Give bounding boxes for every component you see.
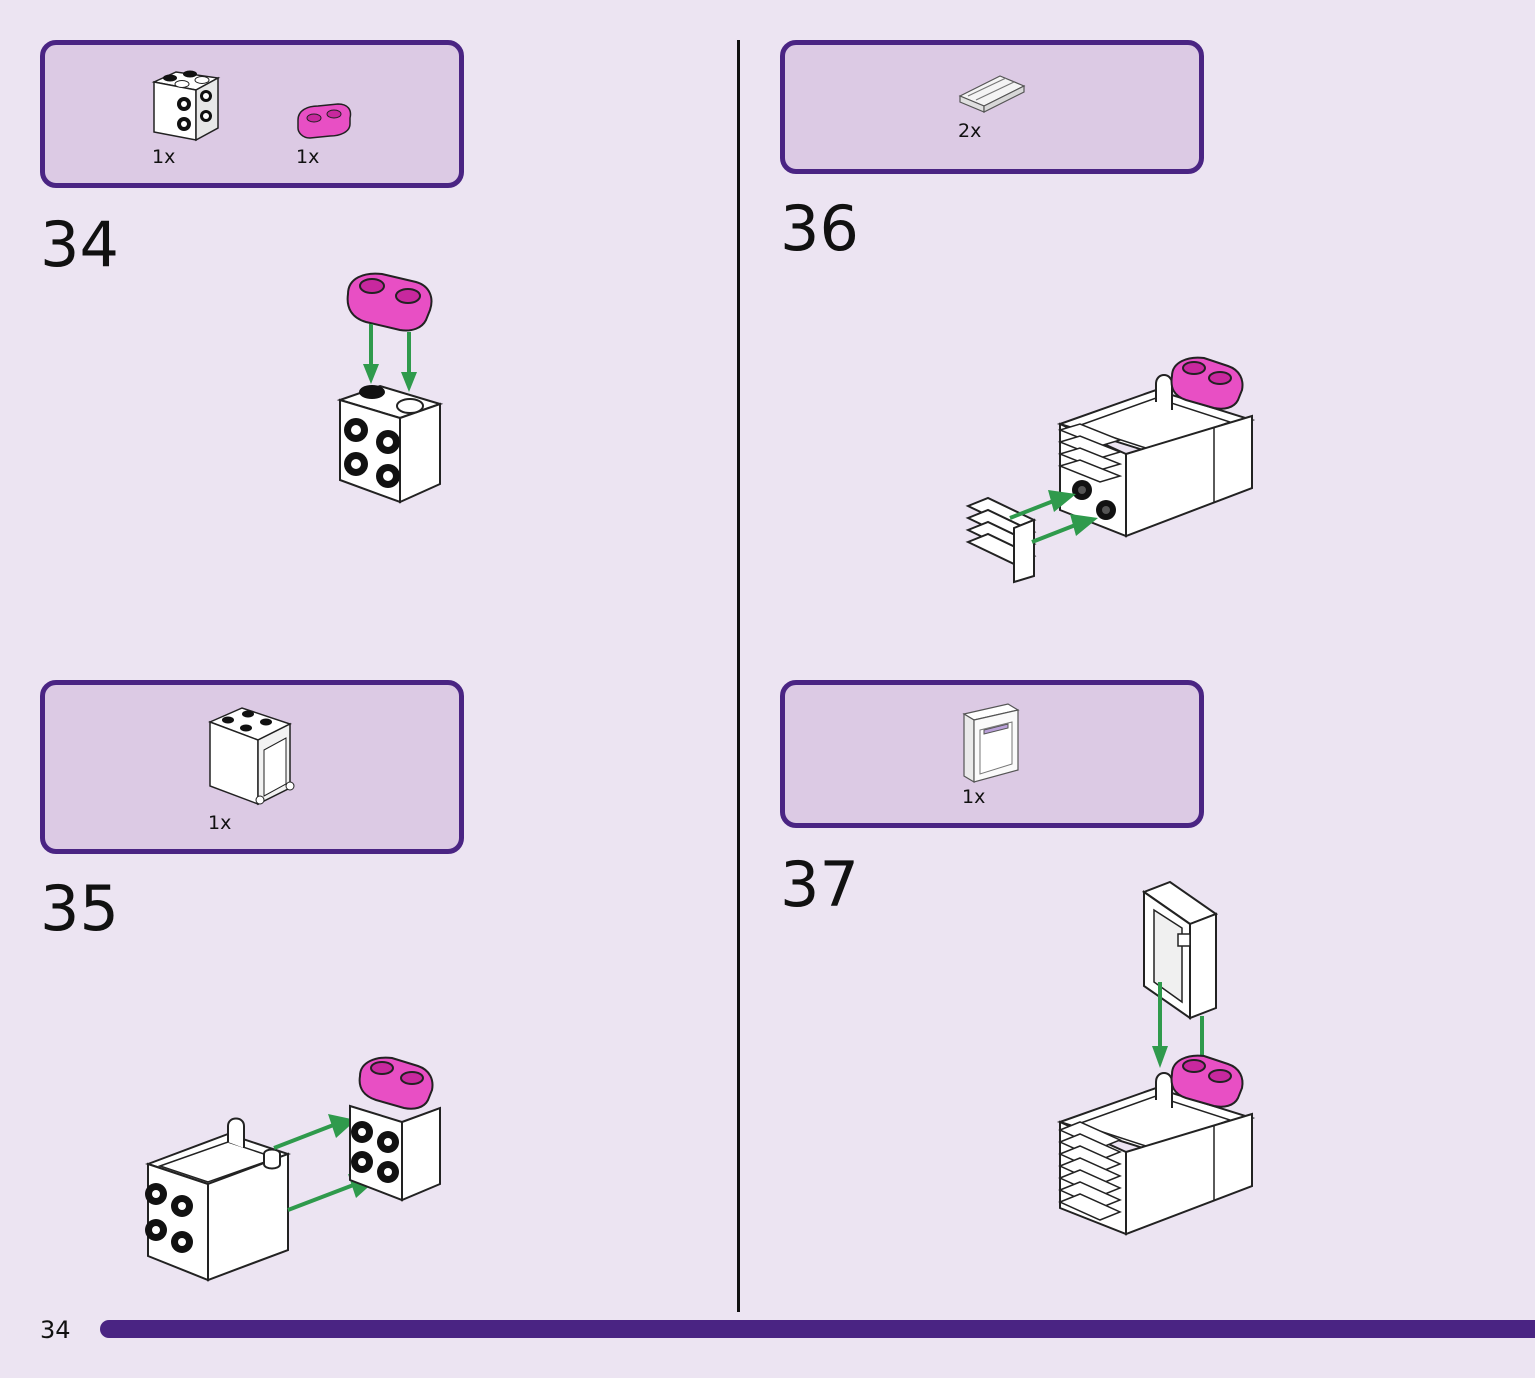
part-qty: 1x <box>962 786 986 808</box>
plate-1x2-rounded-icon <box>297 103 352 139</box>
step-36-assembly-illustration <box>965 356 1256 584</box>
brick-2x2-with-side-studs-icon <box>151 70 221 142</box>
step-34-assembly-illustration <box>336 272 444 504</box>
step-37-assembly-illustration <box>1056 880 1256 1236</box>
part-qty: 1x <box>208 812 232 834</box>
parts-box-step-34 <box>40 40 464 188</box>
progress-bar <box>100 1320 1535 1338</box>
step-number: 35 <box>40 872 119 945</box>
plate-with-rail-icon <box>958 75 1026 113</box>
step-number: 36 <box>780 192 859 265</box>
page-number: 34 <box>40 1316 71 1344</box>
column-divider <box>737 40 740 1312</box>
step-number: 37 <box>780 848 859 921</box>
part-qty: 2x <box>958 120 982 142</box>
step-number: 34 <box>40 208 119 281</box>
step-35-assembly-illustration <box>145 1056 441 1282</box>
container-box-icon <box>208 707 295 806</box>
part-qty: 1x <box>296 146 320 168</box>
part-qty: 1x <box>152 146 176 168</box>
door-icon <box>962 703 1020 784</box>
